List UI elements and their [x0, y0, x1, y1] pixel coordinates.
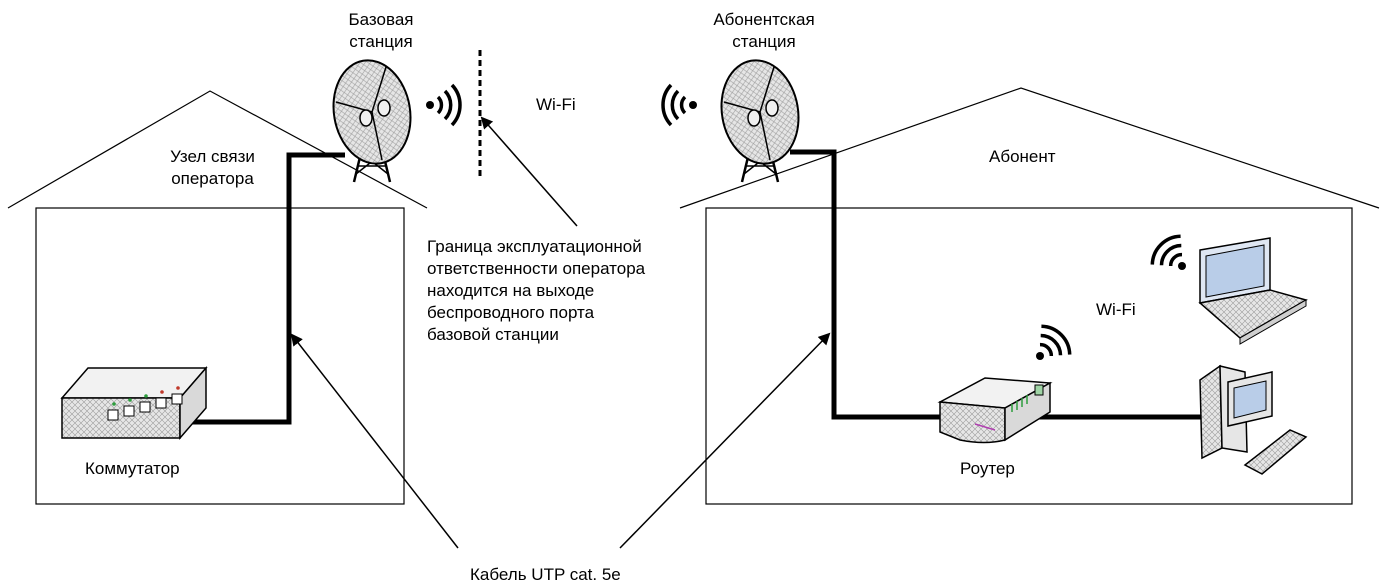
router-label: Роутер — [960, 459, 1015, 478]
utp-cable-left — [152, 152, 345, 425]
satellite-dish-icon — [720, 59, 800, 183]
operator-node-label: Узел связи оператора — [170, 147, 255, 188]
desktop-computer-icon — [1199, 364, 1308, 475]
subscriber-label: Абонент — [989, 147, 1056, 166]
wifi-signal-icon — [426, 83, 462, 127]
network-switch-icon — [60, 365, 208, 441]
laptop-icon — [1198, 237, 1308, 345]
wifi-signal-icon — [661, 83, 697, 127]
switch-label: Коммутатор — [85, 459, 180, 478]
wifi-label-top: Wi-Fi — [536, 95, 576, 114]
utp-cable-right — [790, 149, 1205, 420]
cable-label: Кабель UTP cat. 5e — [470, 565, 621, 584]
boundary-note: Граница эксплуатационной ответственности… — [427, 237, 646, 344]
operator-building — [7, 90, 428, 505]
base-station-label: Базовая станция — [348, 10, 414, 51]
wifi-signal-icon — [1036, 324, 1072, 360]
subscriber-building — [679, 87, 1380, 505]
wifi-label-right: Wi-Fi — [1096, 300, 1136, 319]
router-icon — [937, 377, 1053, 444]
satellite-dish-icon — [332, 59, 412, 183]
wifi-signal-icon — [1150, 234, 1186, 270]
subscriber-station-label: Абонентская станция — [713, 10, 815, 51]
annotation-arrows — [290, 116, 831, 549]
